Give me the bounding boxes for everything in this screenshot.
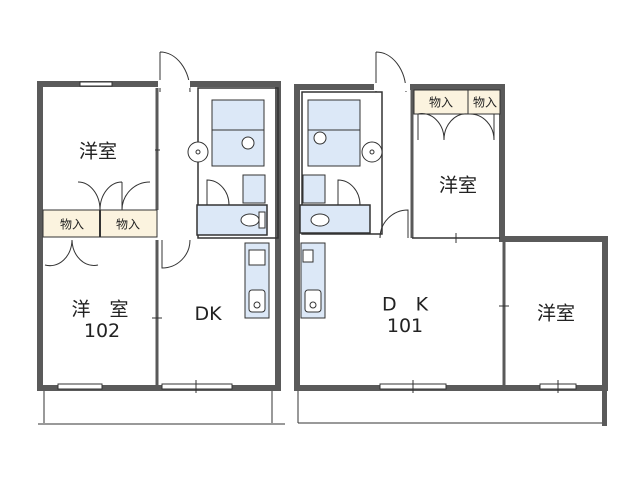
room-label-102-dk: DK	[194, 303, 222, 325]
room-label-102-western-bottom: 洋 室	[71, 298, 129, 321]
storage-label-101-right: 物入	[472, 95, 498, 110]
room-label-102-western-top: 洋室	[78, 140, 118, 163]
room-label-101-western-right: 洋室	[536, 302, 576, 325]
room-label-101-western-top: 洋室	[438, 174, 478, 197]
unit-102-plan	[37, 51, 285, 425]
storage-label-102-left: 物入	[59, 217, 85, 232]
room-label-101-dk: D K	[381, 293, 429, 316]
unit-101-plan	[294, 51, 608, 426]
unit-number-101: 101	[386, 315, 424, 337]
storage-label-101-left: 物入	[428, 95, 454, 110]
unit-number-102: 102	[83, 320, 121, 342]
storage-label-102-right: 物入	[115, 217, 141, 232]
